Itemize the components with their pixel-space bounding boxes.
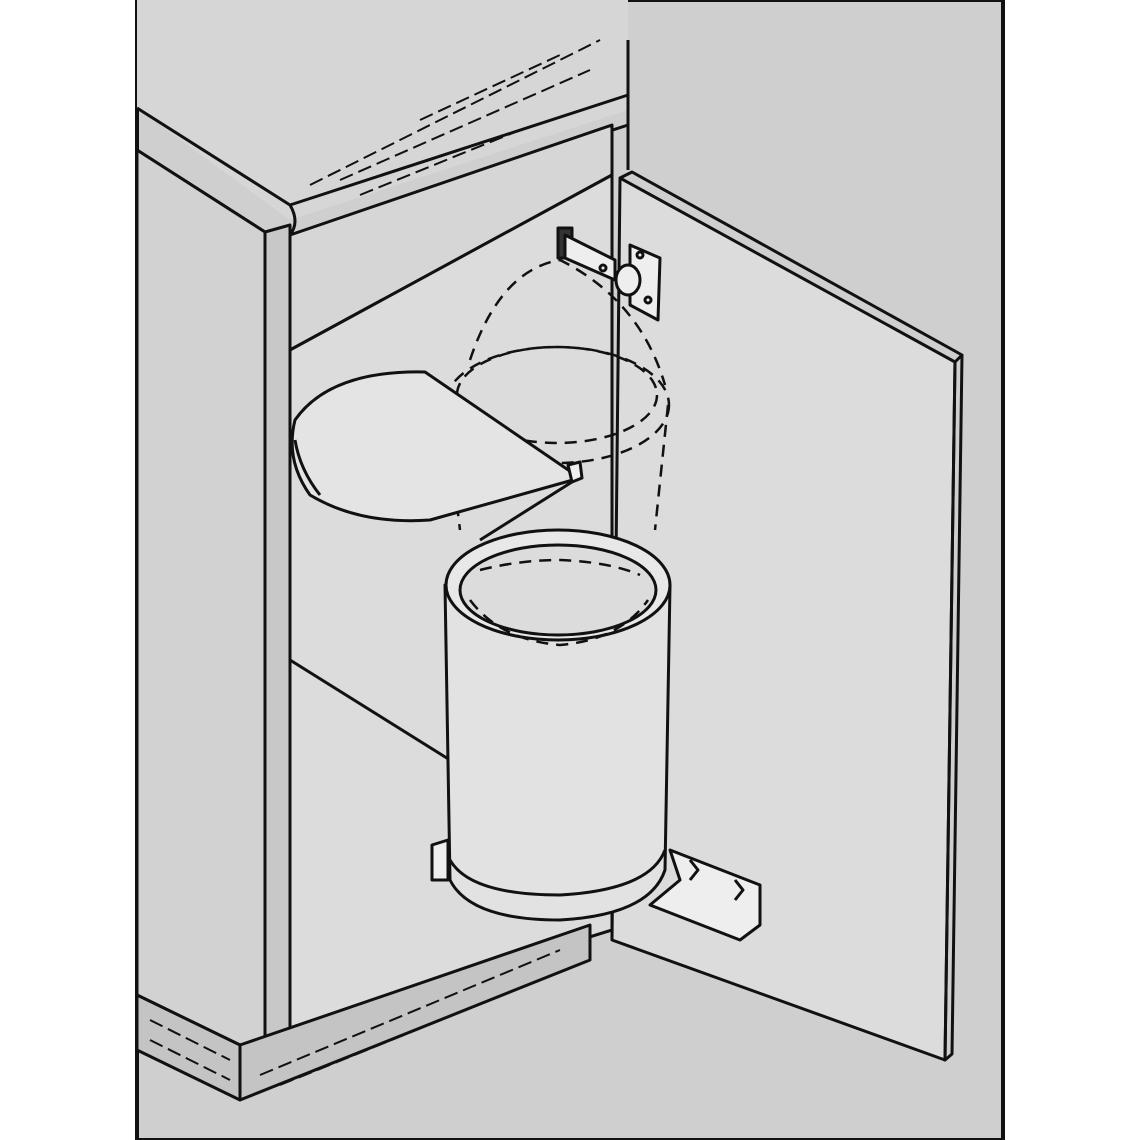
plinth <box>135 923 592 1102</box>
bin-lid <box>290 370 584 542</box>
hinge-bracket <box>556 226 662 322</box>
door-edge <box>619 170 964 1062</box>
waste-bin <box>430 528 672 922</box>
bottom-bracket <box>648 848 762 942</box>
countertop <box>136 0 629 237</box>
